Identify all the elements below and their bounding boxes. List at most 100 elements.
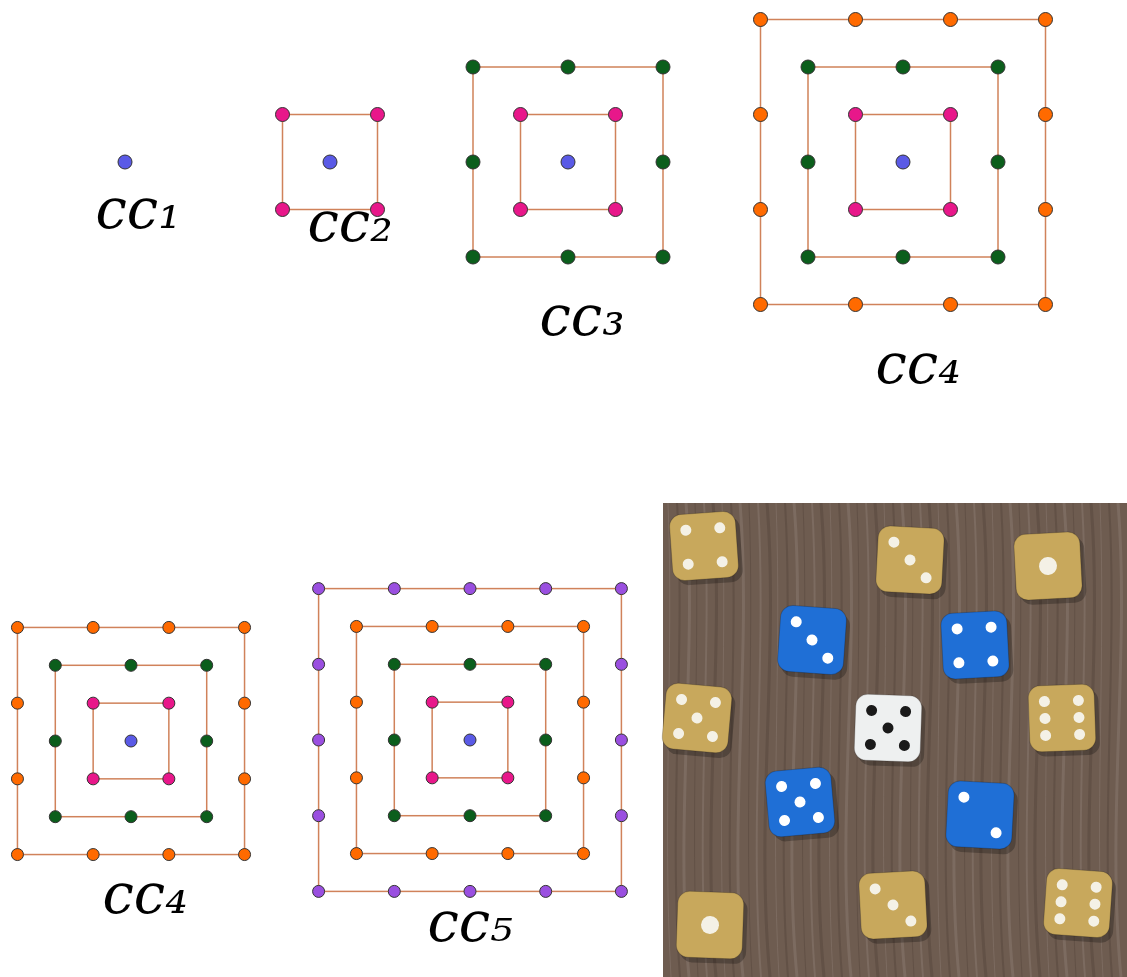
- dot: [540, 734, 552, 746]
- pip: [822, 652, 834, 664]
- dot: [239, 849, 251, 861]
- dot: [163, 697, 175, 709]
- dot: [578, 620, 590, 632]
- dot: [754, 203, 768, 217]
- dot: [388, 810, 400, 822]
- figure-label: cc₃: [539, 288, 624, 344]
- dot: [49, 659, 61, 671]
- pip: [1073, 695, 1084, 706]
- pip: [904, 554, 916, 566]
- wood-table: [663, 503, 1127, 977]
- figure-label: cc₅: [427, 894, 512, 950]
- dot: [49, 811, 61, 823]
- square-ring: [521, 115, 616, 210]
- wood-grain: [954, 503, 960, 977]
- die: [858, 870, 932, 945]
- dot: [313, 583, 325, 595]
- pip: [1056, 879, 1068, 891]
- square-ring: [473, 67, 663, 257]
- pip: [1054, 913, 1066, 925]
- dot: [125, 735, 137, 747]
- wood-grain: [749, 503, 752, 977]
- die: [875, 525, 949, 600]
- pip: [809, 778, 821, 790]
- figure-label: cc₄: [102, 866, 187, 922]
- dot: [896, 60, 910, 74]
- dice-photo: [661, 503, 1127, 977]
- dot: [1039, 298, 1053, 312]
- die: [945, 780, 1019, 855]
- dot: [540, 810, 552, 822]
- dot: [578, 848, 590, 860]
- dot: [849, 108, 863, 122]
- pip: [673, 727, 685, 739]
- dot: [615, 810, 627, 822]
- dot: [502, 848, 514, 860]
- dot: [615, 885, 627, 897]
- dot: [464, 583, 476, 595]
- dot: [1039, 108, 1053, 122]
- die: [940, 610, 1014, 685]
- pip: [680, 524, 692, 536]
- dot: [849, 203, 863, 217]
- pip: [1090, 881, 1102, 893]
- die-face: [875, 525, 944, 594]
- dot: [464, 734, 476, 746]
- dot: [118, 155, 132, 169]
- square-ring: [93, 703, 169, 779]
- square-ring: [17, 627, 244, 854]
- pip: [1073, 712, 1084, 723]
- dot: [944, 108, 958, 122]
- dot: [371, 108, 385, 122]
- pip: [779, 814, 791, 826]
- dot: [87, 697, 99, 709]
- dot: [849, 298, 863, 312]
- dot: [313, 885, 325, 897]
- dot: [896, 250, 910, 264]
- dot: [11, 697, 23, 709]
- die: [661, 682, 737, 759]
- dot: [426, 772, 438, 784]
- dot: [801, 155, 815, 169]
- figure-label: cc₂: [307, 194, 392, 250]
- dot: [615, 658, 627, 670]
- dot: [561, 60, 575, 74]
- dot: [502, 696, 514, 708]
- dot: [276, 203, 290, 217]
- wood-grain: [946, 503, 950, 977]
- dot: [754, 108, 768, 122]
- square-ring: [761, 20, 1046, 305]
- dot: [426, 620, 438, 632]
- dot: [163, 773, 175, 785]
- dot: [163, 621, 175, 633]
- die-face: [854, 694, 922, 762]
- pip: [701, 916, 720, 935]
- dot: [944, 203, 958, 217]
- wood-grain: [792, 503, 798, 977]
- pip: [882, 722, 893, 733]
- pip: [706, 730, 718, 742]
- dot: [1039, 13, 1053, 27]
- square-ring: [808, 67, 998, 257]
- centered-square-figure: [313, 583, 628, 898]
- pip: [866, 705, 877, 716]
- dot: [502, 620, 514, 632]
- die-face: [945, 780, 1014, 849]
- die: [1028, 684, 1100, 757]
- dot: [464, 658, 476, 670]
- pip: [888, 536, 900, 548]
- dot: [464, 810, 476, 822]
- dot-figures: [11, 13, 1052, 898]
- square-ring: [356, 626, 583, 853]
- dot: [656, 60, 670, 74]
- die: [854, 694, 926, 767]
- dot: [313, 658, 325, 670]
- dot: [514, 203, 528, 217]
- wood-grain: [965, 503, 968, 977]
- dot: [609, 108, 623, 122]
- dot: [656, 155, 670, 169]
- dot: [656, 250, 670, 264]
- wood-grain: [1116, 503, 1122, 977]
- dot: [466, 250, 480, 264]
